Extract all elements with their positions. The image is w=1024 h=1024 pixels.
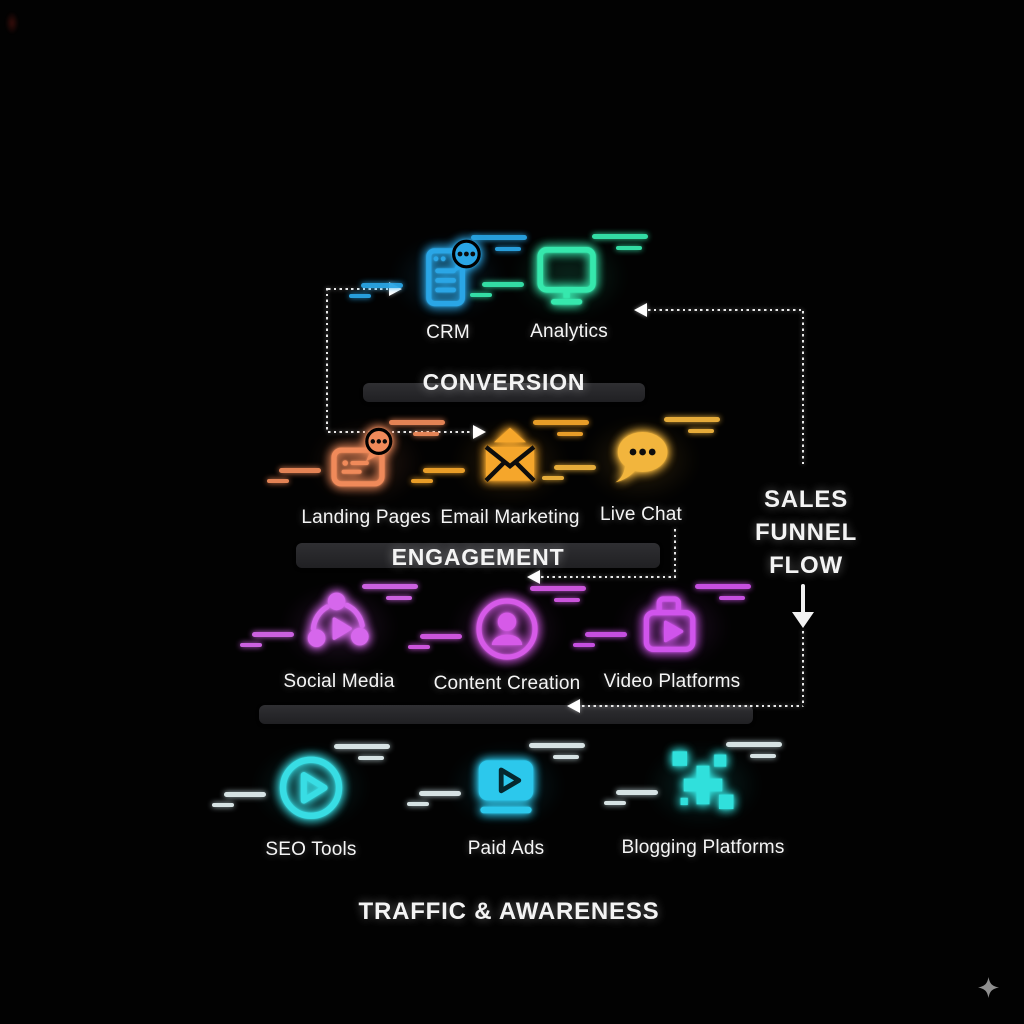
node-analytics: Analytics	[470, 229, 664, 361]
node-label-landing-pages: Landing Pages	[301, 507, 431, 528]
node-label-seo-tools: SEO Tools	[265, 839, 357, 860]
connector-right-vertical-upper	[802, 311, 805, 467]
speed-line	[529, 743, 585, 748]
speed-line	[252, 632, 294, 637]
crm-document-chat-icon	[426, 239, 481, 307]
analytics-monitor-icon	[537, 247, 596, 305]
node-label-email-marketing: Email Marketing	[440, 507, 580, 528]
user-circle-icon	[476, 598, 538, 660]
node-label-content-creation: Content Creation	[433, 673, 581, 694]
speed-line	[616, 790, 658, 795]
connector-right-vertical-lower	[802, 631, 805, 707]
speed-line	[726, 742, 782, 747]
speed-line	[419, 791, 461, 796]
node-paid-ads: Paid Ads	[407, 738, 601, 870]
connector-livechat-vertical	[674, 529, 677, 578]
node-video-platforms: Video Platforms	[573, 579, 767, 711]
speed-line	[408, 645, 430, 649]
speed-line	[616, 246, 642, 250]
node-blogging-platforms: Blogging Platforms	[604, 737, 798, 869]
speed-line	[573, 643, 595, 647]
node-label-paid-ads: Paid Ads	[467, 838, 545, 859]
connector-left-vertical	[326, 288, 329, 433]
speed-line	[407, 802, 429, 806]
node-label-social-media: Social Media	[283, 671, 395, 692]
caption-line-1: SALES	[763, 486, 848, 513]
speed-line	[604, 801, 626, 805]
speed-line	[482, 282, 524, 287]
speed-line	[358, 756, 384, 760]
speed-line	[386, 596, 412, 600]
speed-line	[688, 429, 714, 433]
speed-line	[553, 755, 579, 759]
connector-to-engagement	[541, 576, 675, 579]
speed-line	[554, 598, 580, 602]
play-circle-icon	[279, 756, 343, 819]
speed-line	[411, 479, 433, 483]
down-arrow-shaft	[801, 584, 805, 614]
speed-line	[719, 596, 745, 600]
speed-line	[423, 468, 465, 473]
speed-line	[349, 294, 371, 298]
traffic-awareness-label: TRAFFIC & AWARENESS	[358, 898, 660, 925]
share-network-play-icon	[307, 592, 369, 647]
caption-line-3: FLOW	[769, 552, 843, 579]
corner-smudge	[3, 8, 21, 38]
speed-line	[334, 744, 390, 749]
engagement-bar	[296, 543, 660, 568]
email-envelope-icon	[484, 427, 536, 483]
node-label-crm: CRM	[426, 322, 470, 343]
pixel-blocks-icon	[672, 751, 734, 809]
speed-line	[420, 634, 462, 639]
speed-line	[240, 643, 262, 647]
video-player-icon	[478, 760, 534, 814]
chat-bubble-icon	[615, 432, 668, 483]
speed-line	[530, 586, 586, 591]
speed-line	[554, 465, 596, 470]
node-label-video-platforms: Video Platforms	[603, 671, 741, 692]
node-crm: CRM	[349, 230, 543, 362]
speed-line	[542, 476, 564, 480]
speed-line	[362, 584, 418, 589]
speed-line	[279, 468, 321, 473]
node-email-marketing: Email Marketing	[411, 415, 605, 547]
conversion-label: CONVERSION	[422, 369, 586, 395]
landing-page-chat-icon	[331, 427, 393, 487]
speed-line	[750, 754, 776, 758]
node-live-chat: Live Chat	[542, 412, 736, 544]
node-social-media: Social Media	[240, 579, 434, 711]
sales-funnel-flow-caption: SALES FUNNEL FLOW	[726, 483, 886, 582]
connector-to-analytics	[648, 309, 803, 312]
speed-line	[585, 632, 627, 637]
speed-line	[470, 293, 492, 297]
speed-line	[224, 792, 266, 797]
speed-line	[212, 803, 234, 807]
speed-line	[695, 584, 751, 589]
conversion-bar	[363, 383, 645, 402]
node-label-analytics: Analytics	[530, 321, 608, 342]
node-content-creation: Content Creation	[408, 581, 602, 713]
node-label-blogging-platforms: Blogging Platforms	[621, 837, 785, 858]
speed-line	[361, 283, 403, 288]
down-arrow-head	[792, 612, 814, 628]
caption-line-2: FUNNEL	[754, 519, 858, 546]
speed-line	[267, 479, 289, 483]
speed-line	[664, 417, 720, 422]
node-label-live-chat: Live Chat	[599, 504, 683, 525]
engagement-label: ENGAGEMENT	[391, 544, 565, 570]
node-seo-tools: SEO Tools	[212, 739, 406, 871]
speed-line	[592, 234, 648, 239]
camera-play-icon	[643, 596, 696, 652]
sparkle-icon	[978, 977, 999, 998]
